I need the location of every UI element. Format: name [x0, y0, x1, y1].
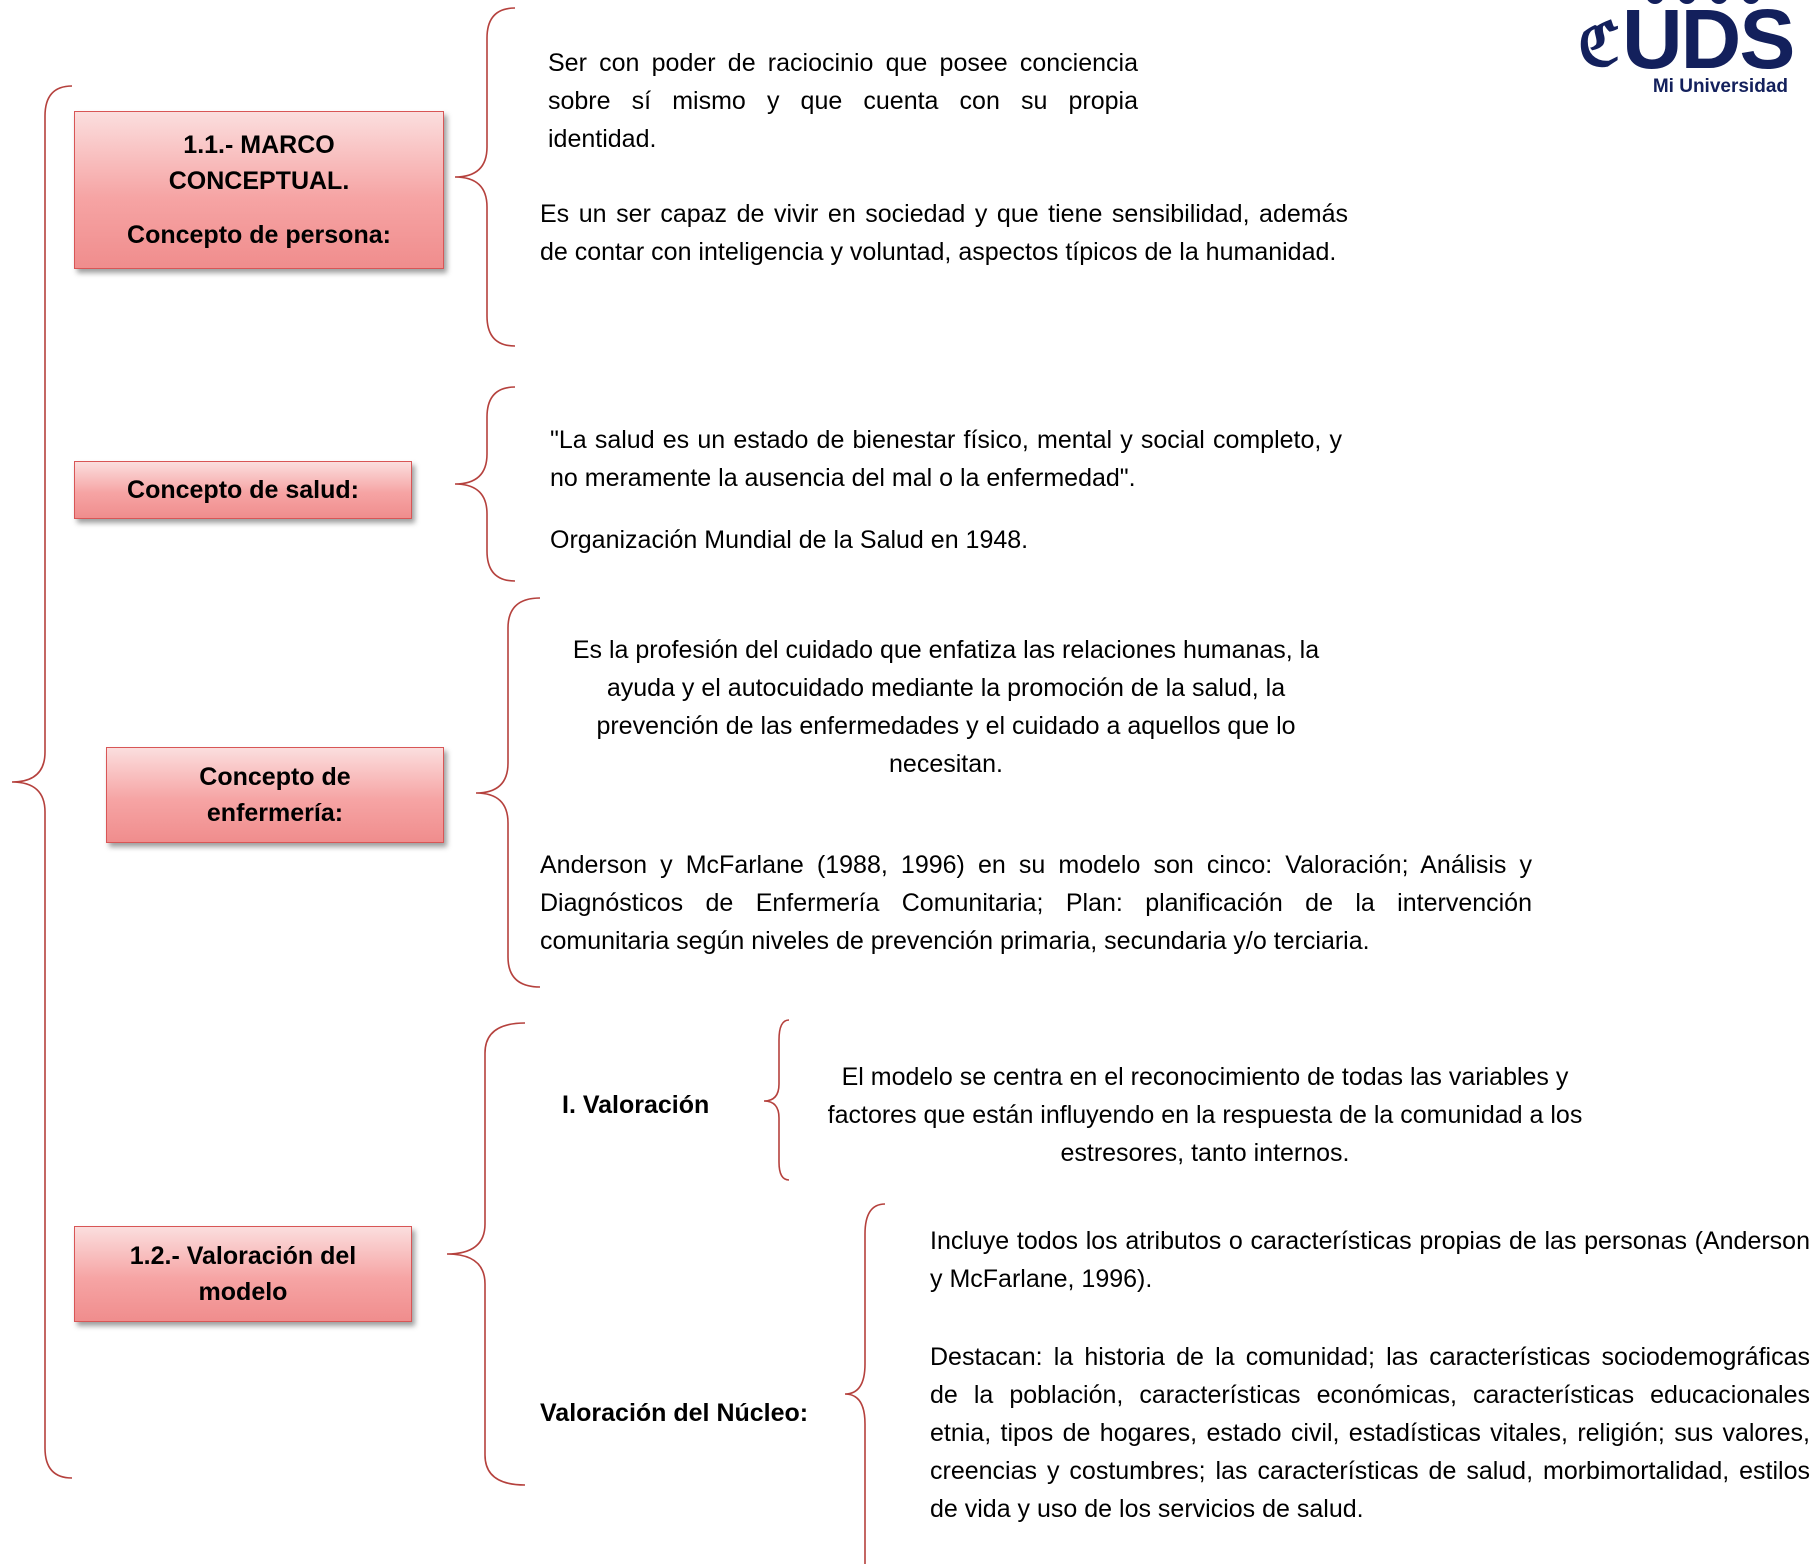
box-marco-line2: CONCEPTUAL.: [168, 167, 350, 195]
box-marco-line1: 1.1.- MARCO: [183, 131, 335, 159]
persona-text-2: Es un ser capaz de vivir en sociedad y q…: [540, 200, 1348, 266]
box-persona-line3: Concepto de persona:: [127, 221, 391, 249]
enfermeria-brace: [475, 597, 541, 988]
valoracion-modelo-brace: [446, 1022, 526, 1486]
box-marco-conceptual: 1.1.- MARCO CONCEPTUAL. Concepto de pers…: [74, 111, 444, 269]
persona-brace: [454, 7, 516, 347]
box-valoracion-modelo: 1.2.- Valoración del modelo: [74, 1226, 412, 1322]
box-valoracion-line1: 1.2.- Valoración del: [129, 1242, 357, 1270]
valoracion-text: El modelo se centra en el reconocimiento…: [827, 1063, 1583, 1167]
box-valoracion-line2: modelo: [198, 1278, 288, 1306]
valoracion-label: I. Valoración: [562, 1091, 710, 1119]
salud-brace: [454, 386, 516, 582]
nucleo-text-1: Incluye todos los atributos o caracterís…: [930, 1227, 1810, 1293]
box-concepto-enfermeria: Concepto de enfermería:: [106, 747, 444, 843]
logo-dots: [1646, 0, 1786, 4]
salud-text-1: "La salud es un estado de bienestar físi…: [550, 426, 1342, 492]
nucleo-text-2: Destacan: la historia de la comunidad; l…: [930, 1343, 1810, 1523]
box-concepto-salud: Concepto de salud:: [74, 461, 412, 519]
box-enfermeria-line2: enfermería:: [206, 799, 344, 827]
enfermeria-text-2: Anderson y McFarlane (1988, 1996) en su …: [540, 851, 1532, 955]
nucleo-brace: [844, 1203, 886, 1564]
salud-text-2: Organización Mundial de la Salud en 1948…: [550, 526, 1029, 554]
logo-mark-icon: ℭ: [1577, 11, 1621, 78]
box-salud-title: Concepto de salud:: [127, 476, 359, 504]
uds-logo: ℭ UDS Mi Universidad: [1568, 0, 1795, 100]
main-brace: [11, 85, 73, 1479]
logo-tagline: Mi Universidad: [1652, 76, 1788, 97]
box-enfermeria-line1: Concepto de: [199, 763, 351, 791]
nucleo-label: Valoración del Núcleo:: [540, 1399, 809, 1427]
persona-text-1: Ser con poder de raciocinio que posee co…: [548, 49, 1138, 153]
logo-brand: UDS: [1622, 0, 1795, 86]
enfermeria-text-1: Es la profesión del cuidado que enfatiza…: [572, 636, 1320, 778]
valoracion-brace: [763, 1019, 790, 1181]
